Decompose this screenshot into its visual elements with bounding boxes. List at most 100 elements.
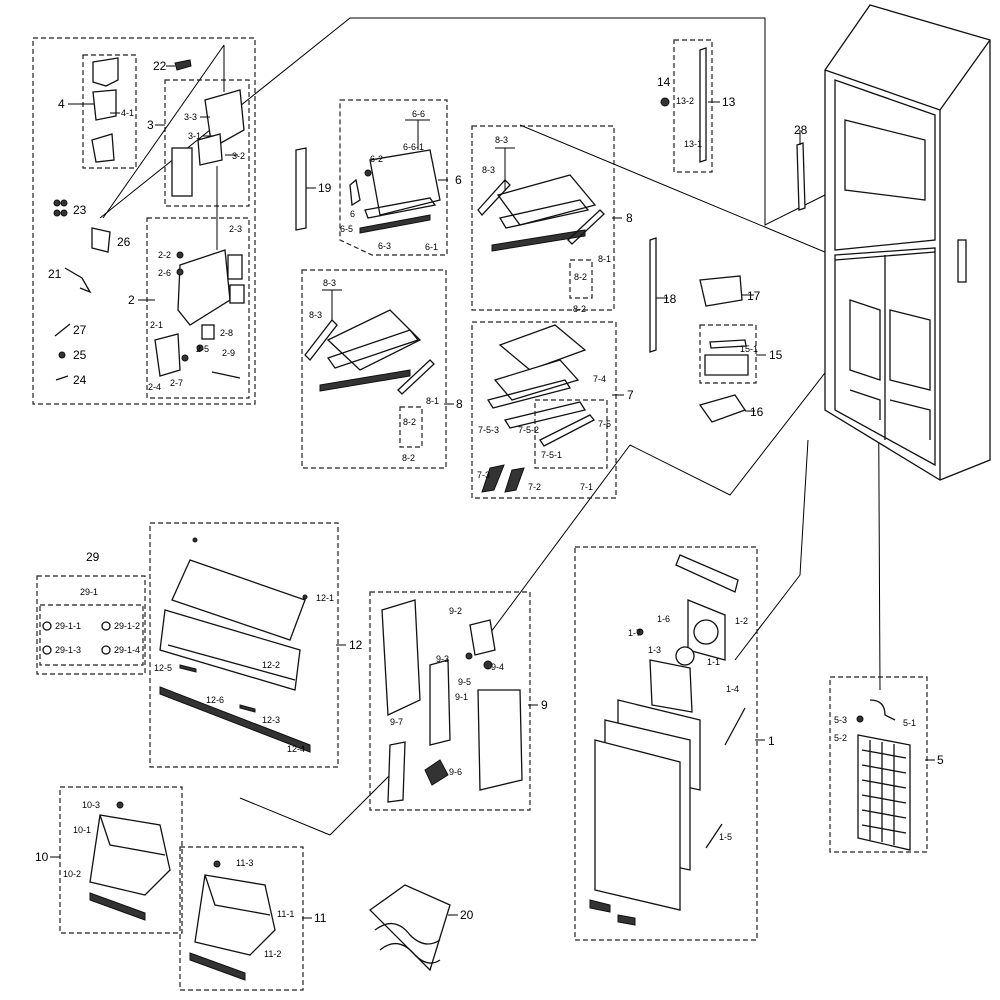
group-crisper-10 — [50, 786, 183, 934]
label-29: 29 — [86, 550, 100, 564]
label-9-5: 9-5 — [458, 677, 471, 687]
label-10: 10 — [35, 850, 49, 864]
group-shelf-12 — [149, 522, 346, 768]
label-1-1: 1-1 — [707, 657, 720, 667]
label-9: 9 — [541, 698, 548, 712]
label-4: 4 — [58, 97, 65, 111]
label-2-4: 2-4 — [148, 382, 161, 392]
label-12-4: 12-4 — [287, 744, 305, 754]
label-8-3-mid-s: 8-3 — [309, 310, 322, 320]
label-6-1: 6-1 — [425, 242, 438, 252]
label-8-3-top-s: 8-3 — [482, 165, 495, 175]
label-19: 19 — [318, 181, 332, 195]
label-1-3: 1-3 — [648, 645, 661, 655]
label-8-top: 8 — [626, 211, 633, 225]
label-25: 25 — [73, 348, 87, 362]
label-7-3: 7-3 — [477, 470, 490, 480]
group-water-filter-9 — [369, 591, 538, 811]
label-12-2: 12-2 — [262, 660, 280, 670]
label-11-2: 11-2 — [264, 949, 281, 959]
group-15 — [699, 324, 766, 384]
label-1-5: 1-5 — [719, 832, 732, 842]
label-2-9: 2-9 — [222, 348, 235, 358]
label-2-5: 2-5 — [196, 344, 209, 354]
group-condenser-5 — [829, 676, 935, 853]
label-8-3-top: 8-3 — [495, 135, 508, 145]
ice-dispenser-motor-part — [177, 249, 231, 326]
label-2-2: 2-2 — [158, 250, 171, 260]
group-29 — [36, 575, 146, 675]
label-6-3: 6-3 — [378, 241, 391, 251]
label-2-1: 2-1 — [150, 320, 163, 330]
label-9-4: 9-4 — [491, 662, 504, 672]
label-12-1: 12-1 — [316, 593, 334, 603]
label-13: 13 — [722, 95, 736, 109]
label-3-1: 3-1 — [188, 131, 201, 141]
group-crisper-11 — [179, 846, 312, 991]
label-18: 18 — [663, 292, 677, 306]
label-2-6: 2-6 — [158, 268, 171, 278]
ice-bucket-part — [92, 57, 119, 87]
label-13-1: 13-1 — [684, 139, 702, 149]
label-10-3: 10-3 — [82, 800, 100, 810]
group-shelf-6 — [339, 99, 448, 256]
label-2-8: 2-8 — [220, 328, 233, 338]
label-9-3: 9-3 — [436, 654, 449, 664]
label-8-mid: 8 — [456, 397, 463, 411]
part-16 — [698, 394, 755, 423]
label-1-4: 1-4 — [726, 684, 739, 694]
label-12-6: 12-6 — [206, 695, 224, 705]
label-9-1: 9-1 — [455, 692, 468, 702]
label-1: 1 — [768, 734, 775, 748]
part-21 — [64, 267, 92, 294]
label-26: 26 — [117, 235, 131, 249]
label-10-2: 10-2 — [63, 869, 81, 879]
label-11-1: 11-1 — [277, 909, 294, 919]
label-11: 11 — [314, 911, 327, 925]
label-15: 15 — [769, 348, 783, 362]
label-20: 20 — [460, 908, 474, 922]
label-9-2: 9-2 — [449, 606, 462, 616]
label-7-5-1: 7-5-1 — [541, 450, 562, 460]
label-16: 16 — [750, 405, 764, 419]
label-27: 27 — [73, 323, 87, 337]
label-29-1-2: 29-1-2 — [114, 621, 140, 631]
label-28: 28 — [794, 123, 808, 137]
label-6-6: 6-6 — [412, 109, 425, 119]
label-15-1: 15-1 — [740, 344, 758, 354]
label-12-5: 12-5 — [154, 663, 172, 673]
label-8-2-mid-s: 8-2 — [403, 417, 416, 427]
group-evaporator-cover-1 — [574, 546, 765, 941]
label-8-1-top: 8-1 — [598, 254, 611, 264]
label-1-7: 1-7 — [628, 628, 641, 638]
label-17: 17 — [747, 289, 761, 303]
label-1-6: 1-6 — [657, 614, 670, 624]
label-5-1: 5-1 — [903, 718, 916, 728]
label-7-1: 7-1 — [580, 482, 593, 492]
group-shelf-7 — [471, 321, 624, 499]
label-2: 2 — [128, 293, 135, 307]
label-1-2: 1-2 — [735, 616, 748, 626]
part-18 — [649, 237, 668, 353]
label-6-5: 6-5 — [340, 224, 353, 234]
label-2-7: 2-7 — [170, 378, 183, 388]
part-17 — [699, 275, 754, 307]
label-7-2: 7-2 — [528, 482, 541, 492]
label-4-1: 4-1 — [121, 108, 134, 118]
label-5-3: 5-3 — [834, 715, 847, 725]
label-7: 7 — [627, 388, 634, 402]
label-8-3-mid: 8-3 — [323, 278, 336, 288]
label-5-2: 5-2 — [834, 733, 847, 743]
part-28 — [796, 130, 806, 211]
label-8-2-top: 8-2 — [573, 304, 586, 314]
label-6-top: 6 — [350, 209, 355, 219]
label-8-2-mid: 8-2 — [402, 453, 415, 463]
label-29-1-1: 29-1-1 — [55, 621, 81, 631]
label-3-2: 3-2 — [232, 151, 245, 161]
label-2-3: 2-3 — [229, 224, 242, 234]
label-9-7: 9-7 — [390, 717, 403, 727]
label-3-3: 3-3 — [184, 112, 197, 122]
label-12: 12 — [349, 638, 363, 652]
